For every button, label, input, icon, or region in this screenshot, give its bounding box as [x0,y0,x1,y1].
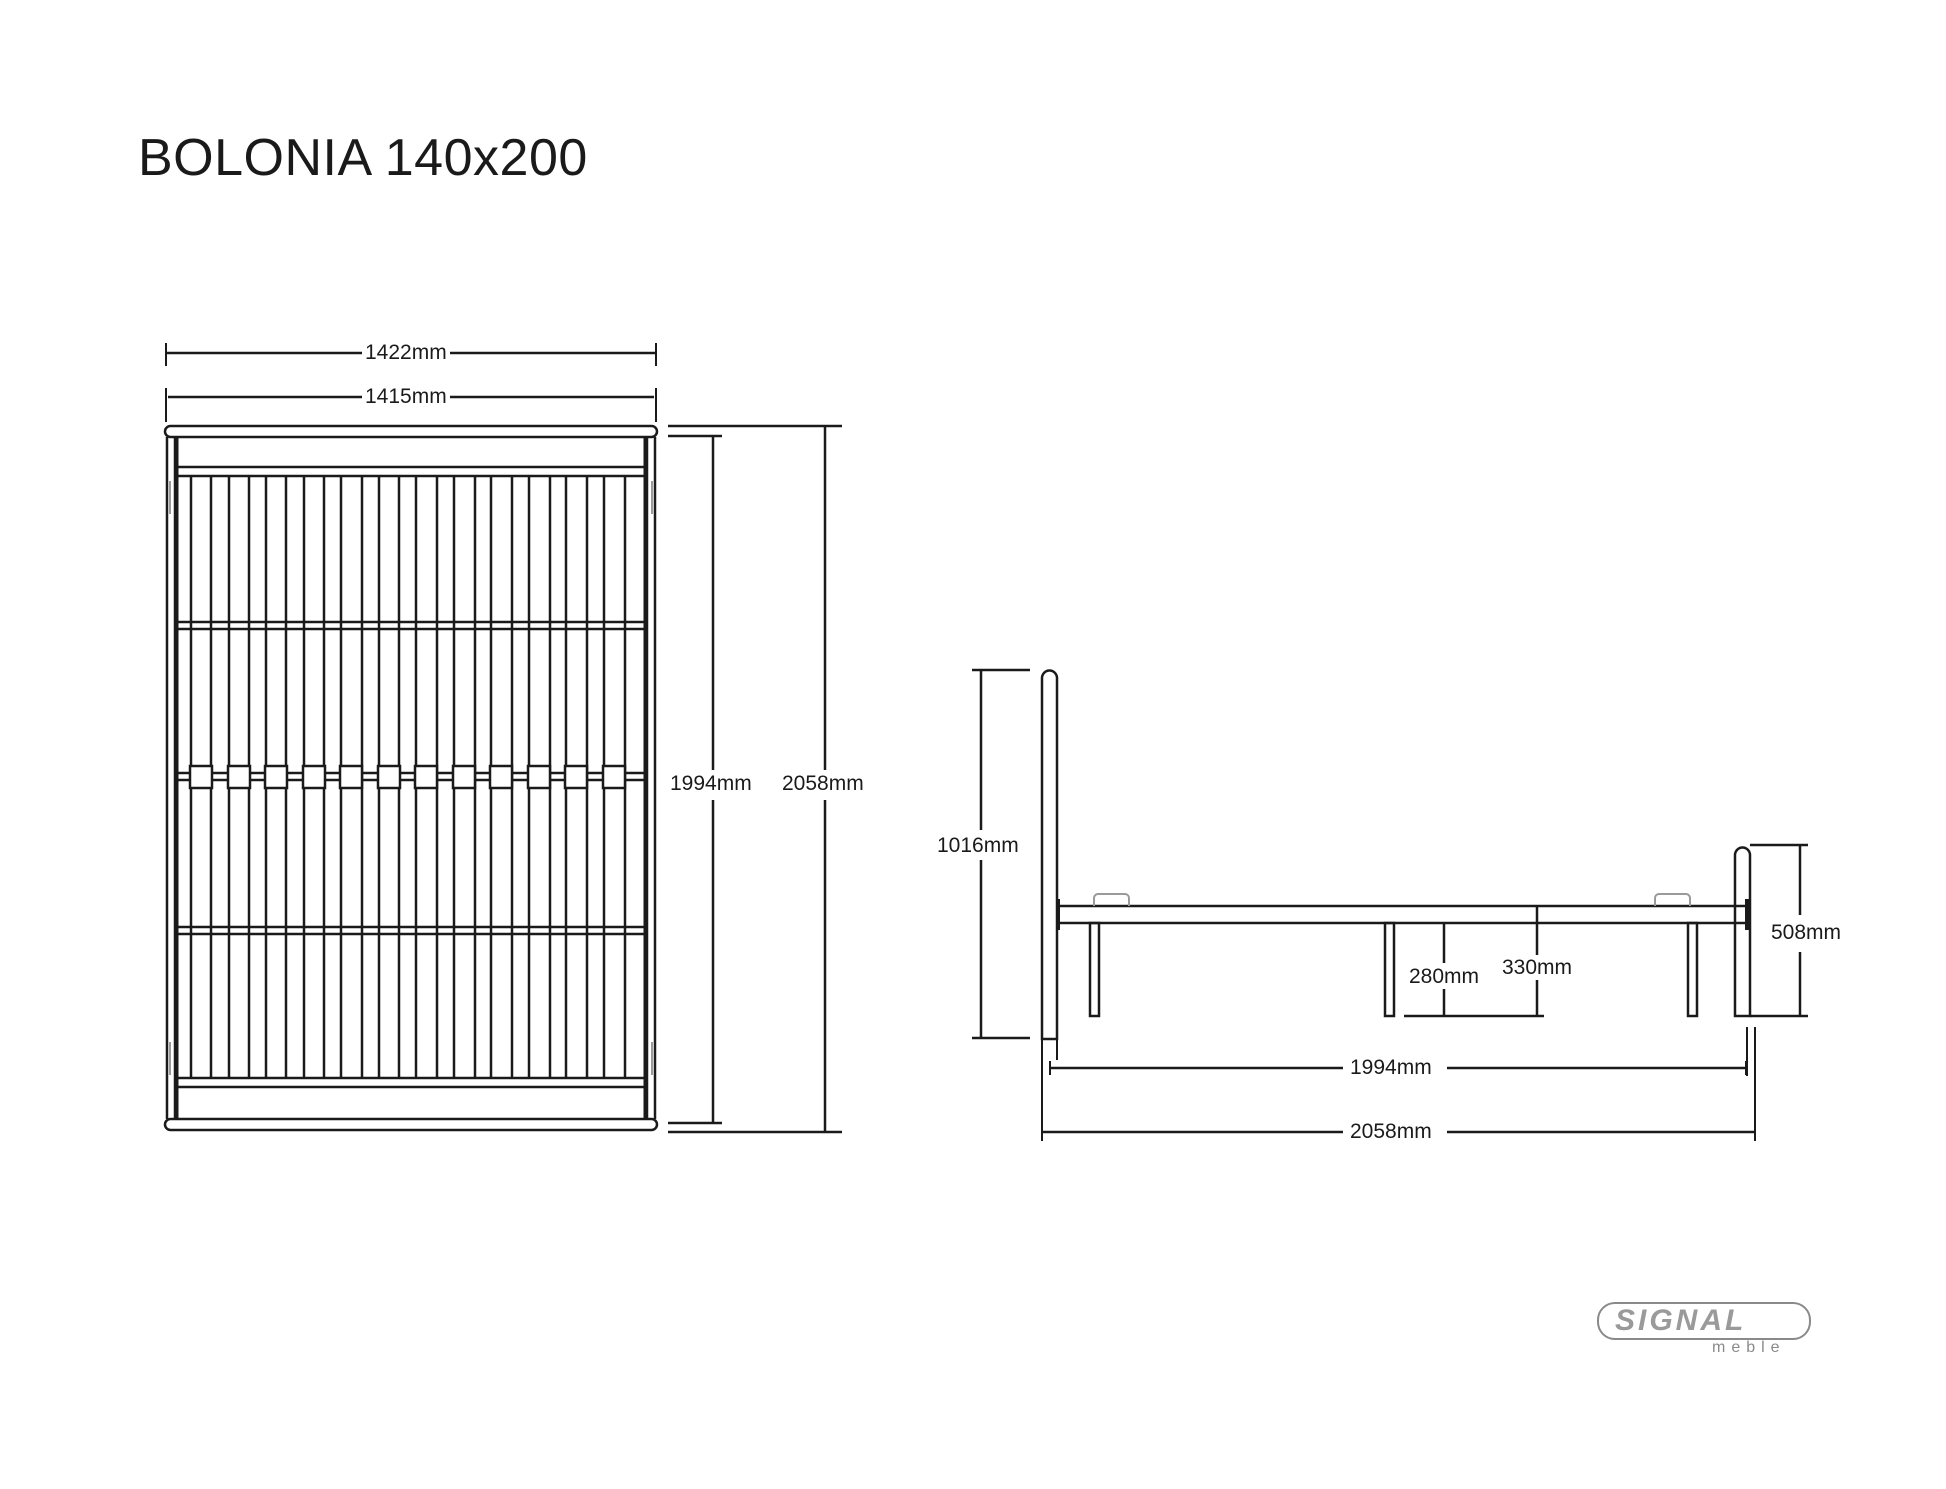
dimension-inner-length: 1994mm [667,772,755,796]
top-view-bed [163,343,842,1134]
logo-subtitle: meble [1712,1339,1786,1356]
dimension-side-inner-length: 1994mm [1347,1056,1435,1080]
dimension-leg-height: 280mm [1406,965,1483,989]
side-view-bed [972,668,1808,1141]
dimension-side-outer-length: 2058mm [1347,1120,1435,1144]
slats [189,476,627,1078]
dimension-rail-top-height: 330mm [1499,956,1576,980]
logo-outline [1597,1302,1811,1340]
dimension-outer-length: 2058mm [779,772,867,796]
logo-brand-text: SIGNAL [1615,1304,1747,1337]
dimension-outer-width: 1422mm [362,341,450,365]
page-title: BOLONIA 140x200 [138,129,588,187]
brand-logo: SIGNAL meble [1597,1302,1815,1368]
dimension-footboard-height: 508mm [1768,921,1845,945]
slat-brackets [188,764,627,790]
dimension-inner-width: 1415mm [362,385,450,409]
dimension-headboard-height: 1016mm [934,834,1022,858]
